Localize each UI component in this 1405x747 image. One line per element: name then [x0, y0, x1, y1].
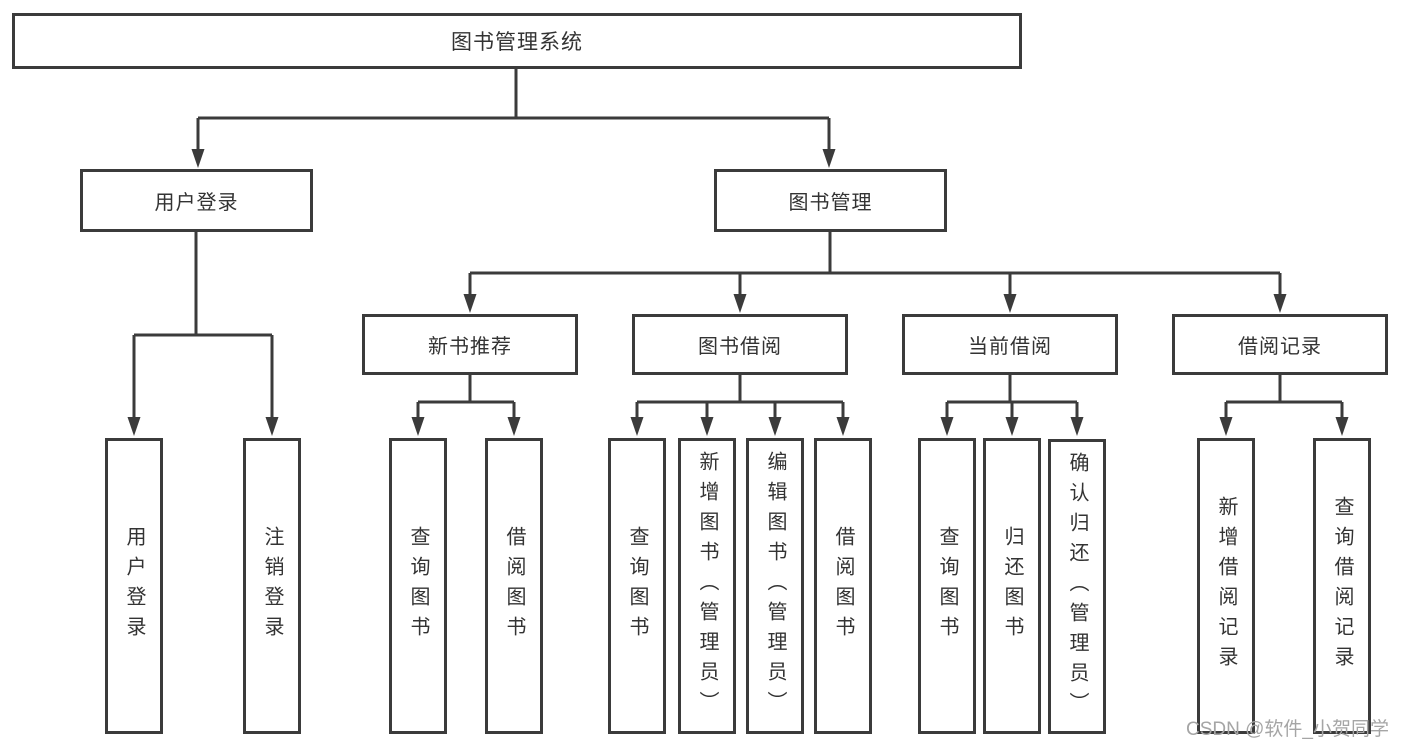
leaf-edit-books-admin: 编辑图书（管理员） [746, 438, 804, 734]
node-label: 当前借阅 [968, 336, 1052, 358]
leaf-query-borrow-record: 查询借阅记录 [1313, 438, 1371, 734]
leaf-label: 新增借阅记录 [1215, 496, 1237, 676]
node-new-book-recommend: 新书推荐 [362, 314, 578, 375]
leaf-label: 查询图书 [407, 526, 429, 646]
leaf-label: 查询图书 [936, 526, 958, 646]
leaf-label: 新增图书（管理员） [696, 451, 718, 721]
leaf-label: 借阅图书 [503, 526, 525, 646]
leaf-confirm-return-admin: 确认归还（管理员） [1048, 439, 1106, 734]
leaf-query-books-2: 查询图书 [608, 438, 666, 734]
node-library-management-system: 图书管理系统 [12, 13, 1022, 69]
leaf-logout: 注销登录 [243, 438, 301, 734]
leaf-borrow-books-2: 借阅图书 [814, 438, 872, 734]
leaf-label: 查询借阅记录 [1331, 496, 1353, 676]
node-label: 图书借阅 [698, 336, 782, 358]
leaf-query-books-1: 查询图书 [389, 438, 447, 734]
leaf-add-borrow-record: 新增借阅记录 [1197, 438, 1255, 734]
leaf-label: 编辑图书（管理员） [764, 451, 786, 721]
leaf-label: 注销登录 [261, 526, 283, 646]
leaf-user-login: 用户登录 [105, 438, 163, 734]
node-book-management: 图书管理 [714, 169, 947, 232]
node-current-borrow: 当前借阅 [902, 314, 1118, 375]
node-label: 新书推荐 [428, 336, 512, 358]
node-label: 用户登录 [154, 192, 239, 214]
leaf-return-books: 归还图书 [983, 438, 1041, 734]
node-label: 图书管理 [788, 192, 873, 214]
leaf-label: 借阅图书 [832, 526, 854, 646]
leaf-label: 查询图书 [626, 526, 648, 646]
node-borrow-records: 借阅记录 [1172, 314, 1388, 375]
leaf-label: 归还图书 [1001, 526, 1023, 646]
leaf-label: 确认归还（管理员） [1066, 451, 1088, 722]
node-label: 借阅记录 [1238, 336, 1322, 358]
node-book-borrow: 图书借阅 [632, 314, 848, 375]
node-user-login: 用户登录 [80, 169, 313, 232]
leaf-add-books-admin: 新增图书（管理员） [678, 438, 736, 734]
csdn-watermark: CSDN @软件_小贺同学 [1186, 719, 1389, 740]
leaf-label: 用户登录 [123, 526, 145, 646]
leaf-query-books-3: 查询图书 [918, 438, 976, 734]
leaf-borrow-books-1: 借阅图书 [485, 438, 543, 734]
node-label: 图书管理系统 [451, 31, 583, 54]
